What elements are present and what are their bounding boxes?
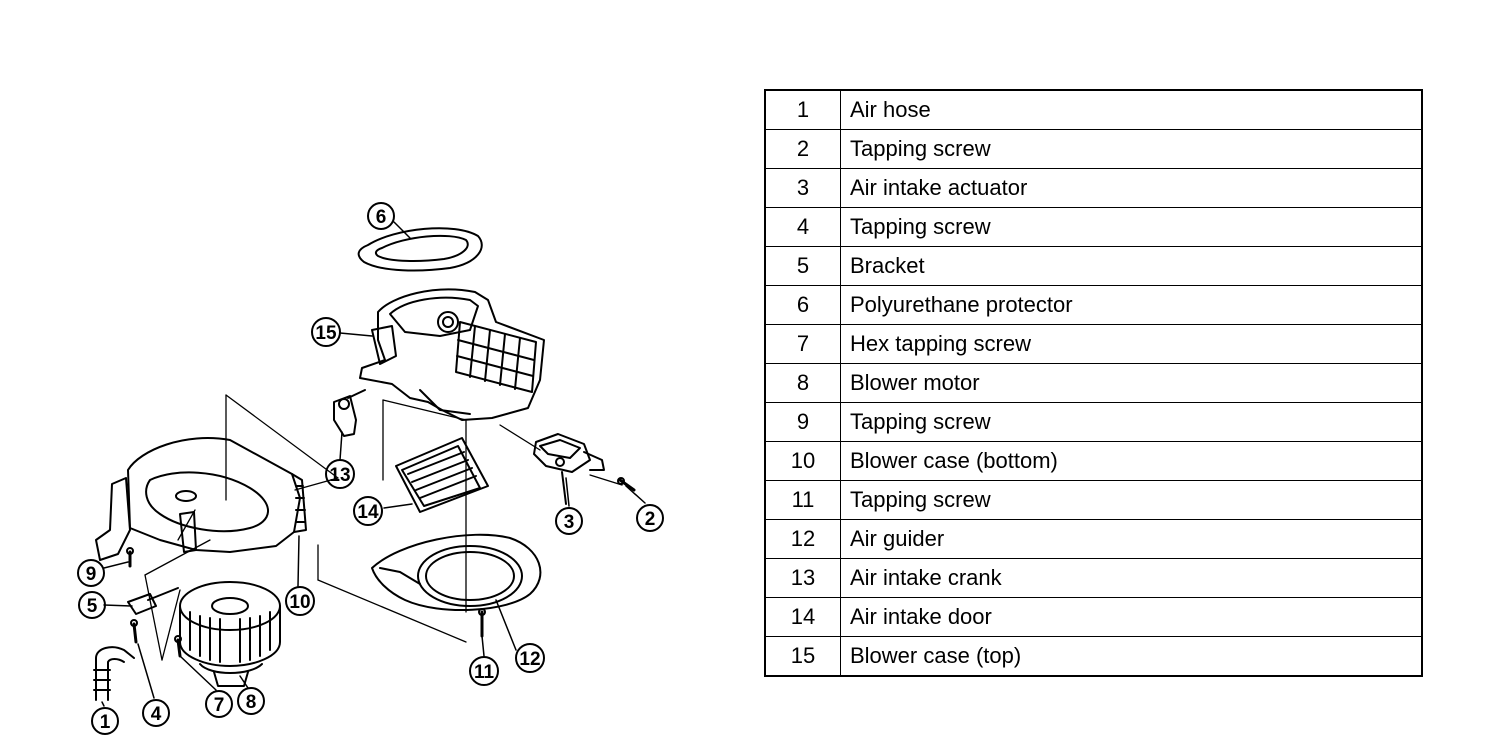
tapping-screw-11-drawing xyxy=(478,608,486,638)
callout-15: 15 xyxy=(311,317,341,347)
part-number: 9 xyxy=(764,402,841,442)
part-number: 14 xyxy=(764,597,841,637)
part-number: 5 xyxy=(764,246,841,286)
part-number: 1 xyxy=(764,89,841,130)
assembly-guide-lines xyxy=(144,394,623,661)
svg-text:13: 13 xyxy=(329,465,350,486)
leader-lines xyxy=(101,221,646,707)
part-name: Tapping screw xyxy=(840,129,1423,169)
part-number: 6 xyxy=(764,285,841,325)
callout-11: 11 xyxy=(469,656,499,686)
part-name: Blower motor xyxy=(840,363,1423,403)
part-number: 8 xyxy=(764,363,841,403)
callout-2: 2 xyxy=(636,504,664,532)
svg-text:15: 15 xyxy=(315,323,337,344)
callout-8: 8 xyxy=(237,687,265,715)
part-name: Air intake crank xyxy=(840,558,1423,598)
tapping-screw-2-drawing xyxy=(617,477,636,492)
part-name: Tapping screw xyxy=(840,480,1423,520)
part-number: 7 xyxy=(764,324,841,364)
exploded-view-diagram: 1 2 3 4 5 6 7 8 9 10 11 12 13 14 15 xyxy=(77,202,664,735)
svg-text:2: 2 xyxy=(645,509,656,530)
callout-9: 9 xyxy=(77,559,105,587)
part-name: Blower case (top) xyxy=(840,636,1423,677)
svg-text:1: 1 xyxy=(100,712,111,733)
air-intake-actuator-drawing xyxy=(533,433,605,505)
part-name: Bracket xyxy=(840,246,1423,286)
svg-text:3: 3 xyxy=(564,512,575,533)
part-number: 2 xyxy=(764,129,841,169)
callout-3: 3 xyxy=(555,507,583,535)
tapping-screw-4-drawing xyxy=(130,619,138,644)
part-number: 3 xyxy=(764,168,841,208)
callout-13: 13 xyxy=(325,459,355,489)
svg-text:11: 11 xyxy=(474,662,495,683)
part-number: 4 xyxy=(764,207,841,247)
part-name: Air intake door xyxy=(840,597,1423,637)
svg-text:14: 14 xyxy=(357,502,379,523)
air-intake-door-drawing xyxy=(395,437,489,513)
callout-5: 5 xyxy=(78,591,106,619)
part-name: Polyurethane protector xyxy=(840,285,1423,325)
part-name: Air intake actuator xyxy=(840,168,1423,208)
tapping-screw-9-drawing xyxy=(126,547,134,568)
svg-text:12: 12 xyxy=(519,649,540,670)
bracket-drawing xyxy=(127,587,179,615)
svg-text:8: 8 xyxy=(246,692,257,713)
svg-text:6: 6 xyxy=(376,207,387,228)
callout-6: 6 xyxy=(367,202,395,230)
callouts: 1 2 3 4 5 6 7 8 9 10 11 12 13 14 15 xyxy=(77,202,664,735)
part-name: Blower case (bottom) xyxy=(840,441,1423,481)
part-name: Hex tapping screw xyxy=(840,324,1423,364)
part-name: Tapping screw xyxy=(840,207,1423,247)
blower-motor-drawing xyxy=(179,581,281,687)
svg-text:5: 5 xyxy=(87,596,98,617)
part-number: 10 xyxy=(764,441,841,481)
svg-text:4: 4 xyxy=(151,704,162,725)
callout-14: 14 xyxy=(353,496,383,526)
callout-12: 12 xyxy=(515,643,545,673)
blower-case-bottom-drawing xyxy=(95,437,307,561)
callout-7: 7 xyxy=(205,690,233,718)
svg-text:7: 7 xyxy=(214,695,225,716)
part-name: Tapping screw xyxy=(840,402,1423,442)
callout-4: 4 xyxy=(142,699,170,727)
air-guider-drawing xyxy=(371,533,542,612)
blower-case-top-drawing xyxy=(359,288,545,421)
part-number: 11 xyxy=(764,480,841,520)
svg-text:10: 10 xyxy=(289,592,310,613)
part-name: Air hose xyxy=(840,89,1423,130)
svg-text:9: 9 xyxy=(86,564,97,585)
part-number: 13 xyxy=(764,558,841,598)
callout-1: 1 xyxy=(91,707,119,735)
air-hose-drawing xyxy=(93,646,135,701)
callout-10: 10 xyxy=(285,586,315,616)
part-name: Air guider xyxy=(840,519,1423,559)
air-intake-crank-drawing xyxy=(333,389,366,437)
part-number: 12 xyxy=(764,519,841,559)
polyurethane-protector-drawing xyxy=(357,227,483,272)
part-number: 15 xyxy=(764,636,841,677)
